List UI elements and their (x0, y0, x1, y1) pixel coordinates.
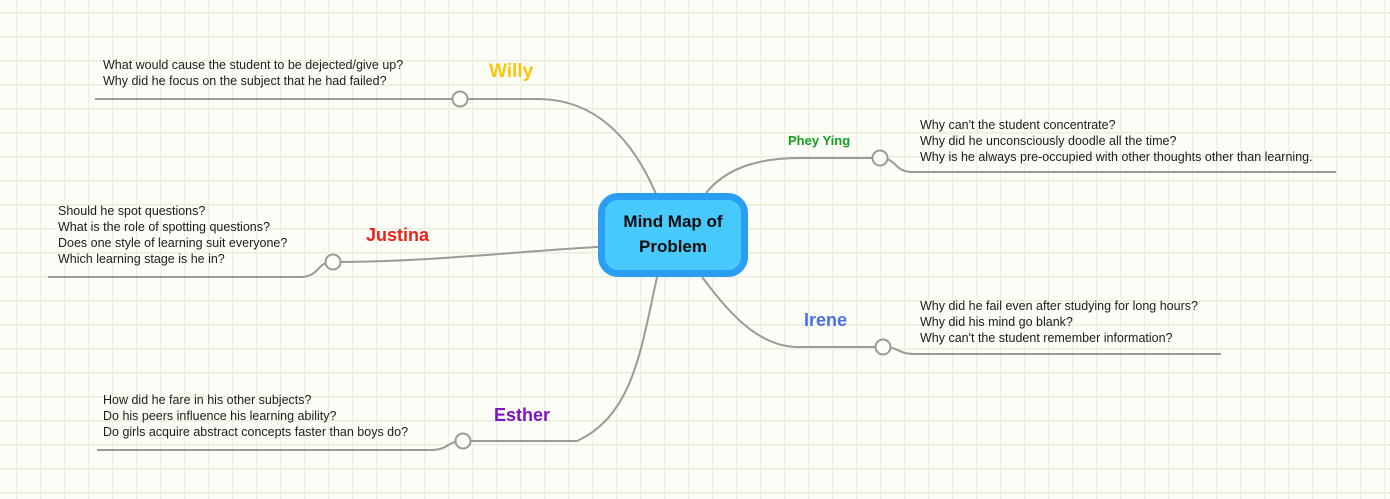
question-line[interactable]: Why is he always pre-occupied with other… (920, 150, 1313, 164)
question-line[interactable]: Why did he unconsciously doodle all the … (920, 134, 1177, 148)
branch-questions-irene[interactable]: Why did he fail even after studying for … (920, 298, 1198, 346)
central-topic-node[interactable]: Mind Map of Problem (598, 193, 748, 277)
branch-questions-esther[interactable]: How did he fare in his other subjects? D… (103, 392, 408, 440)
question-line[interactable]: Should he spot questions? (58, 204, 206, 218)
branch-line-justina (48, 246, 599, 278)
question-line[interactable]: Which learning stage is he in? (58, 252, 225, 266)
question-line[interactable]: Why did he focus on the subject that he … (103, 74, 387, 88)
branch-label-irene[interactable]: Irene (804, 310, 848, 330)
question-line[interactable]: Why did his mind go blank? (920, 315, 1073, 329)
question-line[interactable]: Why did he fail even after studying for … (920, 299, 1198, 313)
question-line[interactable]: Do girls acquire abstract concepts faste… (103, 425, 409, 439)
question-line[interactable]: How did he fare in his other subjects? (103, 393, 312, 407)
branch-questions-willy[interactable]: What would cause the student to be dejec… (103, 57, 403, 89)
question-line[interactable]: Does one style of learning suit everyone… (58, 236, 288, 250)
branch-label-willy[interactable]: Willy (489, 61, 534, 82)
question-line[interactable]: Do his peers influence his learning abil… (103, 409, 337, 423)
branch-questions-phey-ying[interactable]: Why can't the student concentrate? Why d… (920, 117, 1313, 165)
question-line[interactable]: Why can't the student remember informati… (920, 331, 1173, 345)
branch-line-willy (95, 98, 657, 195)
branch-handle-irene[interactable] (874, 338, 892, 356)
question-line[interactable]: Why can't the student concentrate? (920, 118, 1116, 132)
branch-handle-esther[interactable] (454, 432, 472, 450)
branch-handle-willy[interactable] (451, 90, 469, 108)
branch-line-esther (97, 276, 658, 451)
branch-label-phey-ying[interactable]: Phey Ying (788, 133, 851, 148)
branch-line-irene (701, 276, 1221, 355)
branch-handle-phey-ying[interactable] (871, 149, 889, 167)
branch-handle-justina[interactable] (324, 253, 342, 271)
branch-label-justina[interactable]: Justina (366, 225, 430, 245)
branch-label-esther[interactable]: Esther (494, 405, 551, 425)
question-line[interactable]: What would cause the student to be dejec… (103, 58, 404, 72)
question-line[interactable]: What is the role of spotting questions? (58, 220, 270, 234)
branch-questions-justina[interactable]: Should he spot questions? What is the ro… (58, 203, 287, 267)
branch-line-phey-ying (705, 157, 1336, 194)
